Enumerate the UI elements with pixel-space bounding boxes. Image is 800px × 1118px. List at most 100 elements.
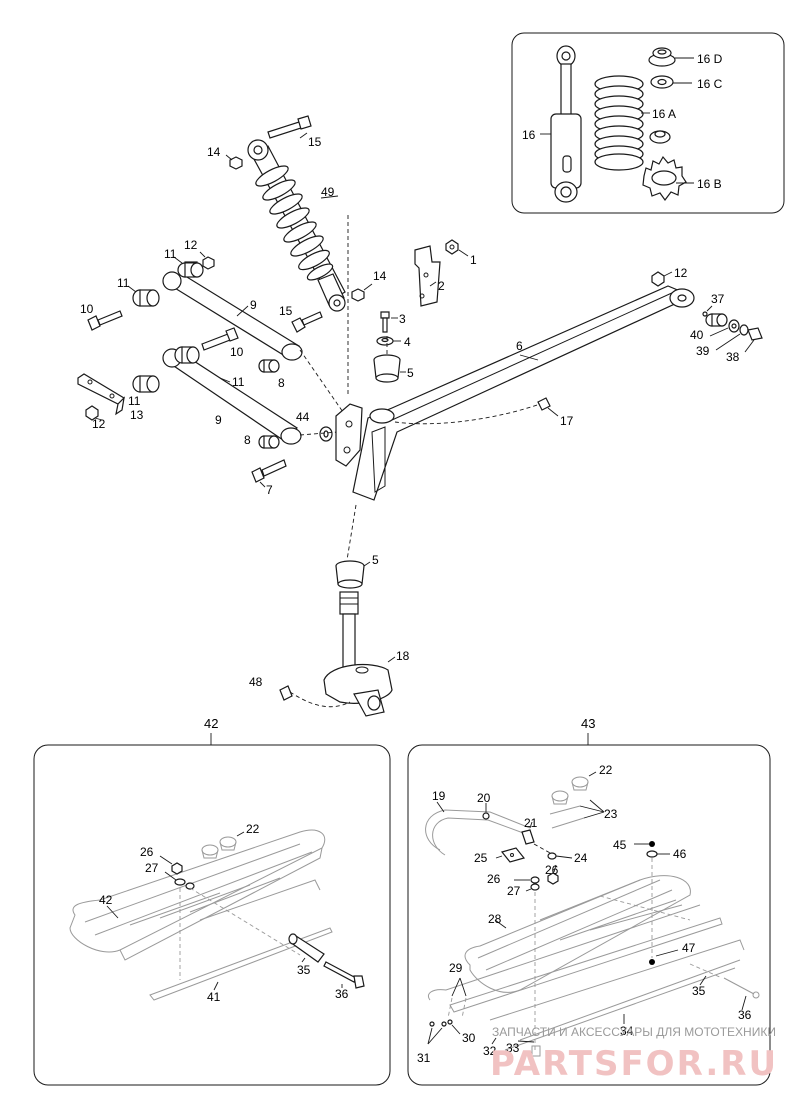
label-16a: 16 A <box>652 107 676 121</box>
nut-12-c <box>651 271 673 287</box>
washer-39 <box>739 324 749 336</box>
label-11-a: 11 <box>164 247 177 261</box>
nut-14-right <box>351 283 373 302</box>
bushing-11-b <box>132 289 160 307</box>
label-23-box43: 23 <box>604 807 618 821</box>
label-28-box43: 28 <box>488 912 502 926</box>
label-30-box43: 30 <box>462 1031 476 1045</box>
label-24-box43: 24 <box>574 851 588 865</box>
nut-1 <box>445 239 469 257</box>
label-3: 3 <box>399 312 406 326</box>
label-18: 18 <box>396 649 410 663</box>
washer-46 <box>646 850 670 858</box>
washer-40 <box>728 319 740 333</box>
tube-35-box43 <box>689 963 723 986</box>
watermark: ЗАПЧАСТИ И АКСЕССУАРЫ ДЛЯ МОТОТЕХНИКИ PA… <box>490 1025 776 1084</box>
handle-19 <box>425 801 531 856</box>
bolt-15-top <box>267 115 312 139</box>
label-11-d: 11 <box>128 394 141 408</box>
spindle-18 <box>323 591 396 717</box>
adjuster-ring-16b <box>642 155 694 202</box>
label-1: 1 <box>470 253 477 267</box>
label-7: 7 <box>266 483 273 497</box>
label-45-box43: 45 <box>613 838 627 852</box>
bushing-5-lower <box>335 560 371 589</box>
nut-12-b <box>85 405 103 421</box>
label-16: 16 <box>522 128 536 142</box>
label-27-box43: 27 <box>507 884 521 898</box>
spring-cap-16d <box>648 47 694 67</box>
box-42-title: 42 <box>204 716 218 731</box>
label-5-upper: 5 <box>407 366 414 380</box>
shock-absorber-16 <box>540 45 582 203</box>
block-25 <box>495 847 526 863</box>
label-11-c: 11 <box>232 375 245 389</box>
washer-16c <box>650 75 692 89</box>
label-32-box43: 32 <box>483 1044 497 1058</box>
bolt-10-middle <box>201 327 239 351</box>
label-10-left: 10 <box>80 302 94 316</box>
bolt-10-left <box>87 310 123 331</box>
bracket-2 <box>414 245 441 307</box>
box-43-title: 43 <box>581 716 595 731</box>
label-48: 48 <box>249 675 263 689</box>
bolt-3 <box>380 311 398 333</box>
label-9-upper: 9 <box>250 298 257 312</box>
label-16d: 16 D <box>697 52 723 66</box>
bolt-48 <box>279 685 351 708</box>
nut-45 <box>634 841 655 847</box>
label-26-box42: 26 <box>140 845 154 859</box>
washer-27-box42 <box>164 871 195 890</box>
label-39: 39 <box>696 344 710 358</box>
label-33-box43: 33 <box>506 1041 520 1055</box>
bushing-11-a <box>177 261 204 278</box>
label-44: 44 <box>296 410 310 424</box>
label-9-lower: 9 <box>215 413 222 427</box>
spring-16a <box>594 75 650 171</box>
label-8-upper: 8 <box>278 376 285 390</box>
label-22-box43: 22 <box>599 763 613 777</box>
nut-26-box43 <box>547 864 559 885</box>
label-35-box42: 35 <box>297 963 311 977</box>
label-26-box43-left: 26 <box>487 872 501 886</box>
label-31-box43: 31 <box>417 1051 431 1065</box>
bolt-36-box42 <box>323 961 365 989</box>
plate-13 <box>77 373 125 416</box>
label-35-box43: 35 <box>692 984 706 998</box>
nut-47 <box>649 949 679 965</box>
ski-28-body <box>427 875 745 1051</box>
label-12-b: 12 <box>92 417 106 431</box>
bushing-5-upper <box>373 354 406 383</box>
label-17: 17 <box>560 414 574 428</box>
label-12-c: 12 <box>674 266 688 280</box>
spring-seat-cup <box>649 130 671 144</box>
nut-14-top <box>225 154 243 170</box>
label-2: 2 <box>438 279 445 293</box>
label-46-box43: 46 <box>673 847 687 861</box>
label-47-box43: 47 <box>682 941 696 955</box>
label-26-box43-right: 26 <box>545 863 559 877</box>
bolt-7 <box>251 459 287 488</box>
label-34-box43: 34 <box>620 1024 634 1038</box>
label-49: 49 <box>321 185 335 199</box>
sleeve-37 <box>702 305 728 327</box>
washer-27-box43 <box>514 876 540 892</box>
label-36-box42: 36 <box>335 987 349 1001</box>
spindle-frame-6 <box>335 285 695 501</box>
cushion-22 <box>551 771 597 805</box>
screws-31 <box>427 1021 447 1045</box>
label-10-middle: 10 <box>230 345 244 359</box>
label-21-box43: 21 <box>524 816 538 830</box>
label-16c: 16 C <box>697 77 723 91</box>
label-41-box42: 41 <box>207 990 221 1004</box>
label-38: 38 <box>726 350 740 364</box>
ski-cushion-22 <box>201 831 245 859</box>
label-12-a: 12 <box>184 238 198 252</box>
bushing-11-d <box>132 375 160 393</box>
label-29-box43: 29 <box>449 961 463 975</box>
bushing-11-c <box>174 346 200 364</box>
label-6: 6 <box>516 339 523 353</box>
spacer-8-lower <box>258 435 280 449</box>
upper-link-9 <box>162 271 303 361</box>
